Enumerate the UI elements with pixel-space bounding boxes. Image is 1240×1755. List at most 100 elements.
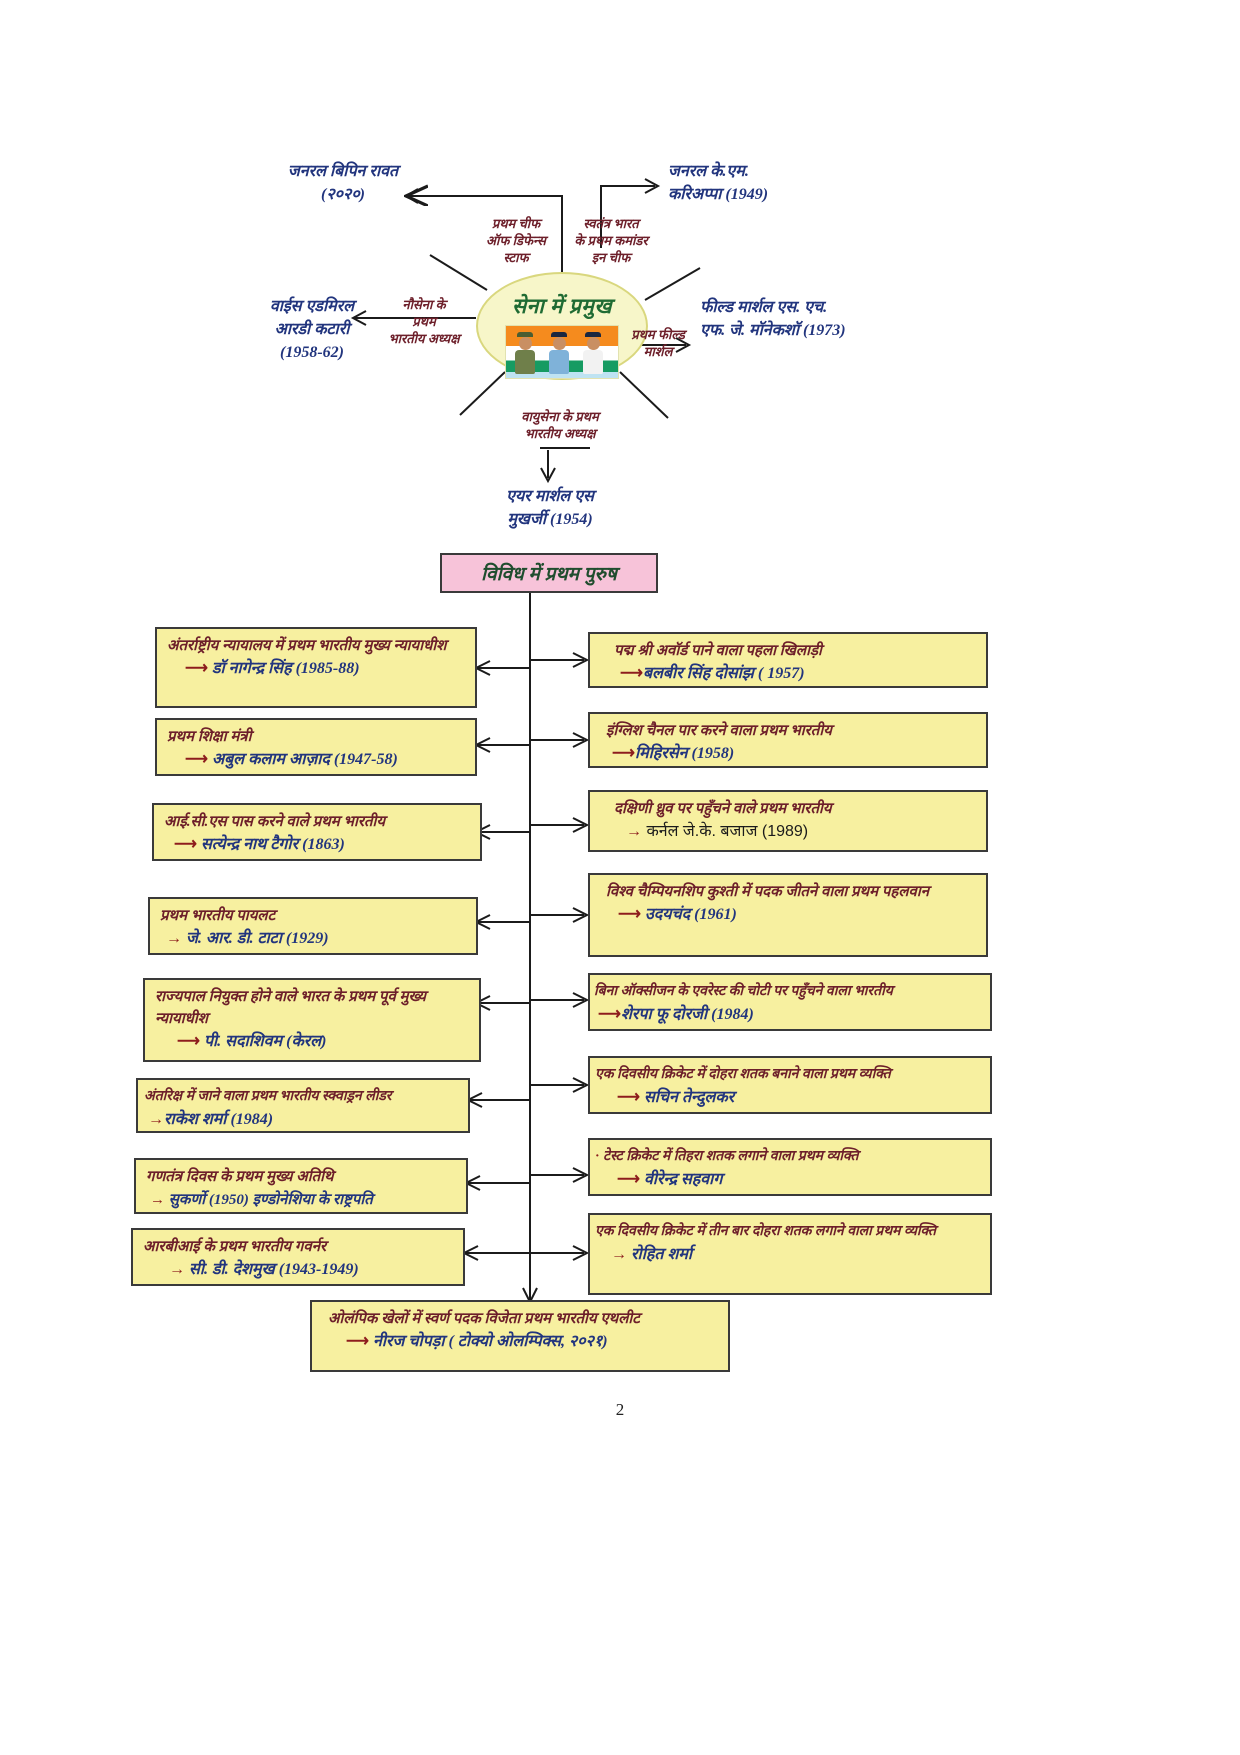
answer-line: ⟶ सचिन तेन्दुलकर: [595, 1086, 982, 1110]
question-text: आरबीआई के प्रथम भारतीय गवर्नर: [143, 1239, 327, 1255]
answer-text: सचिन तेन्दुलकर: [643, 1089, 735, 1106]
question-text: गणतंत्र दिवस के प्रथम मुख्य अतिथि: [146, 1169, 334, 1185]
fact-box-left-5: राज्यपाल नियुक्त होने वाले भारत के प्रथम…: [143, 978, 481, 1062]
arrow-glyph: →: [148, 1111, 164, 1128]
fact-box-left-1: अंतर्राष्ट्रीय न्यायालय में प्रथम भारतीय…: [155, 627, 477, 708]
arrow-glyph: ⟶: [346, 1333, 373, 1350]
fact-box-left-6: अंतरिक्ष में जाने वाला प्रथम भारतीय स्क्…: [136, 1078, 470, 1133]
fact-box-right-2: इंग्लिश चैनल पार करने वाला प्रथम भारतीय …: [588, 712, 988, 768]
answer-line: ⟶ डॉ नागेन्द्र सिंह (1985-88): [167, 657, 467, 681]
section-heading-text: विविध में प्रथम पुरुष: [481, 564, 617, 585]
arrow-glyph: ⟶: [174, 836, 201, 853]
fact-box-right-7: · टेस्ट क्रिकेट में तिहरा शतक लगाने वाला…: [588, 1138, 992, 1196]
navy-officer-figure: [582, 332, 604, 374]
question-text: राज्यपाल नियुक्त होने वाले भारत के प्रथम…: [155, 989, 426, 1027]
mindmap-label-commander-in-chief: स्वतंत्र भारत के प्रथम कमांडर इन चीफ: [574, 216, 648, 265]
arrow-glyph: ⟶: [612, 745, 635, 762]
mindmap-answer-field-marshal: फील्ड मार्शल एस. एच. एफ. जे. मॉनेकशॉ (19…: [700, 299, 846, 339]
answer-line: → जे. आर. डी. टाटा (1929): [160, 927, 468, 951]
answer-line: ⟶ अबुल कलाम आज़ाद (1947-58): [167, 748, 467, 772]
answer-text: शेरपा फू दोरजी (1984): [620, 1006, 754, 1023]
fact-box-left-7: गणतंत्र दिवस के प्रथम मुख्य अतिथि → सुकर…: [134, 1158, 468, 1214]
fact-box-right-8: एक दिवसीय क्रिकेट में तीन बार दोहरा शतक …: [588, 1213, 992, 1295]
arrow-glyph: →: [626, 823, 647, 840]
question-text: एक दिवसीय क्रिकेट में दोहरा शतक बनाने वा…: [595, 1067, 891, 1082]
answer-line: ⟶ उदयचंद (1961): [600, 903, 978, 927]
question-text: · टेस्ट क्रिकेट में तिहरा शतक लगाने वाला…: [595, 1146, 982, 1168]
bullet-dot: ·: [595, 1149, 604, 1164]
answer-line: → कर्नल जे.के. बजाज (1989): [600, 820, 978, 844]
question-text: पद्म श्री अवॉर्ड पाने वाला पहला खिलाड़ी: [614, 643, 822, 659]
fact-box-right-5: बिना ऑक्सीजन के एवरेस्ट की चोटी पर पहुँच…: [588, 973, 992, 1031]
mindmap-answer-commander-in-chief: जनरल के.एम. करिअप्पा (1949): [668, 163, 769, 203]
fact-box-right-1: पद्म श्री अवॉर्ड पाने वाला पहला खिलाड़ी …: [588, 632, 988, 688]
answer-text: सुकर्णो (1950) इण्डोनेशिया के राष्ट्रपति: [168, 1192, 373, 1208]
arrow-glyph: →: [611, 1246, 631, 1263]
question-text: प्रथम भारतीय पायलट: [160, 908, 276, 924]
fact-box-left-4: प्रथम भारतीय पायलट → जे. आर. डी. टाटा (1…: [148, 897, 478, 955]
question-text: विश्व चैम्पियनशिप कुश्ती में पदक जीतने व…: [606, 884, 930, 900]
answer-text: उदयचंद (1961): [644, 906, 737, 923]
question-text: आई.सी.एस पास करने वाले प्रथम भारतीय: [164, 814, 386, 830]
answer-text: रोहित शर्मा: [631, 1246, 693, 1263]
fact-box-right-4: विश्व चैम्पियनशिप कुश्ती में पदक जीतने व…: [588, 873, 988, 957]
arrow-glyph: →: [169, 1261, 189, 1278]
question-text: बिना ऑक्सीजन के एवरेस्ट की चोटी पर पहुँच…: [594, 984, 893, 999]
mindmap-label-navy-chief: नौसेना के प्रथम भारतीय अध्यक्ष: [388, 297, 460, 346]
question-text: इंग्लिश चैनल पार करने वाला प्रथम भारतीय: [606, 723, 832, 739]
question-text: ओलंपिक खेलों में स्वर्ण पदक विजेता प्रथम…: [328, 1311, 640, 1327]
answer-line: → सुकर्णो (1950) इण्डोनेशिया के राष्ट्रप…: [146, 1188, 458, 1212]
answer-line: → सी. डी. देशमुख (1943-1949): [143, 1258, 455, 1282]
arrow-glyph: ⟶: [617, 1089, 644, 1106]
answer-line: ⟶मिहिरसेन (1958): [600, 742, 978, 766]
mindmap-answer-cds: जनरल बिपिन रावत (२०२०): [287, 163, 399, 203]
mindmap-answer-airforce: एयर मार्शल एस मुखर्जी (1954): [506, 488, 594, 528]
arrow-glyph: ⟶: [598, 1006, 621, 1023]
fact-box-right-6: एक दिवसीय क्रिकेट में दोहरा शतक बनाने वा…: [588, 1056, 992, 1114]
army-soldier-figure: [514, 332, 536, 374]
mindmap-label-airforce-chief: वायुसेना के प्रथम भारतीय अध्यक्ष: [521, 409, 599, 441]
answer-text: डॉ नागेन्द्र सिंह (1985-88): [211, 660, 360, 677]
answer-line: → रोहित शर्मा: [595, 1243, 982, 1267]
question-text: दक्षिणी ध्रुव पर पहुँचने वाले प्रथम भारत…: [614, 801, 832, 817]
arrow-glyph: ⟶: [618, 906, 645, 923]
mindmap-label-field-marshal: प्रथम फील्ड मार्शल: [631, 327, 685, 359]
answer-text: नीरज चोपड़ा ( टोक्यो ओलम्पिक्स, २०२१): [372, 1333, 608, 1350]
section-heading-box: विविध में प्रथम पुरुष: [440, 553, 658, 593]
page-number: 2: [615, 1400, 625, 1419]
question-text: अंतरिक्ष में जाने वाला प्रथम भारतीय स्क्…: [144, 1089, 392, 1104]
answer-text: जे. आर. डी. टाटा (1929): [186, 930, 329, 947]
answer-line: ⟶बलबीर सिंह दोसांझ ( 1957): [600, 662, 978, 686]
answer-text: राकेश शर्मा (1984): [164, 1111, 274, 1128]
airforce-officer-figure: [548, 332, 570, 374]
arrow-glyph: →: [150, 1192, 169, 1208]
fact-box-right-3: दक्षिणी ध्रुव पर पहुँचने वाले प्रथम भारत…: [588, 790, 988, 852]
answer-line: ⟶ सत्येन्द्र नाथ टैगोर (1863): [164, 833, 472, 857]
answer-line: ⟶ नीरज चोपड़ा ( टोक्यो ओलम्पिक्स, २०२१): [322, 1330, 720, 1354]
answer-text: सत्येन्द्र नाथ टैगोर (1863): [200, 836, 345, 853]
fact-box-left-3: आई.सी.एस पास करने वाले प्रथम भारतीय ⟶ सत…: [152, 803, 482, 861]
answer-text: अबुल कलाम आज़ाद (1947-58): [211, 751, 398, 768]
question-text: अंतर्राष्ट्रीय न्यायालय में प्रथम भारतीय…: [167, 638, 447, 654]
answer-line: ⟶ वीरेन्द्र सहवाग: [595, 1168, 982, 1192]
answer-line: ⟶ पी. सदाशिवम (केरल): [155, 1030, 471, 1054]
arrow-glyph: ⟶: [177, 1033, 204, 1050]
armed-forces-illustration: [505, 325, 619, 379]
answer-text: बलबीर सिंह दोसांझ ( 1957): [642, 665, 805, 682]
mindmap-center-title: सेना में प्रमुख: [511, 294, 613, 318]
answer-line: ⟶शेरपा फू दोरजी (1984): [594, 1003, 982, 1027]
answer-text: कर्नल जे.के. बजाज (1989): [646, 823, 809, 840]
question-text-inner: टेस्ट क्रिकेट में तिहरा शतक लगाने वाला प…: [603, 1149, 859, 1164]
mindmap-answer-navy: वाईस एडमिरल आरडी कटारी (1958-62): [269, 298, 355, 361]
fact-box-left-8: आरबीआई के प्रथम भारतीय गवर्नर → सी. डी. …: [131, 1228, 465, 1286]
fact-box-left-2: प्रथम शिक्षा मंत्री ⟶ अबुल कलाम आज़ाद (1…: [155, 718, 477, 776]
arrow-glyph: ⟶: [185, 751, 212, 768]
mindmap-label-cds: प्रथम चीफ ऑफ डिफेन्स स्टाफ: [486, 216, 546, 265]
answer-line: →राकेश शर्मा (1984): [144, 1108, 460, 1132]
arrow-glyph: ⟶: [617, 1171, 644, 1188]
arrow-glyph: →: [166, 930, 186, 947]
answer-text: वीरेन्द्र सहवाग: [643, 1171, 723, 1188]
fact-box-bottom: ओलंपिक खेलों में स्वर्ण पदक विजेता प्रथम…: [310, 1300, 730, 1372]
answer-text: मिहिरसेन (1958): [634, 745, 735, 762]
